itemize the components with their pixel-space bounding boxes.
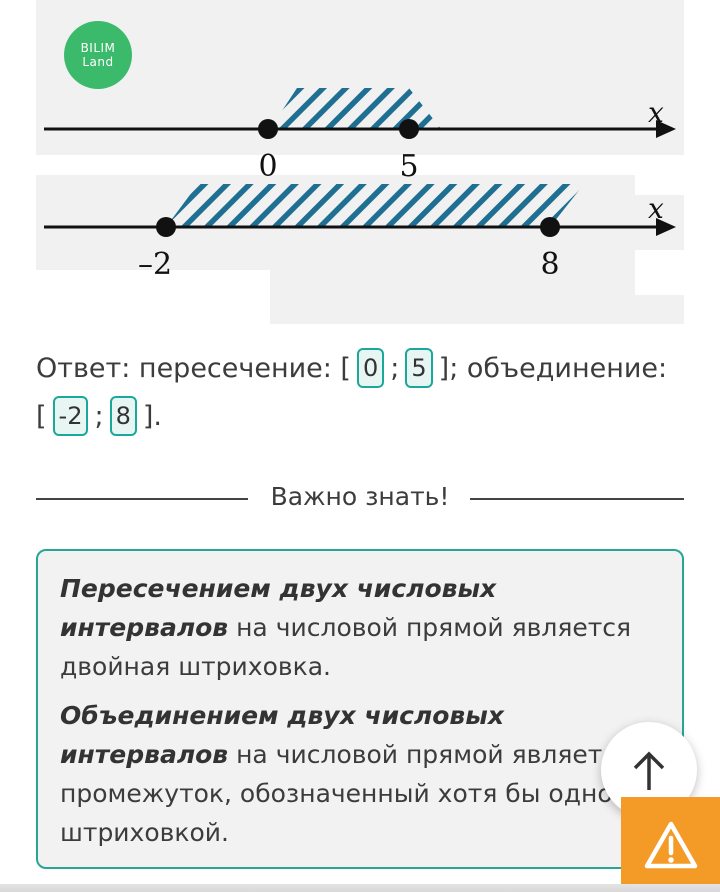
answer-close: ]. bbox=[142, 400, 162, 432]
answer-separator: ; bbox=[94, 400, 104, 432]
divider-line-left bbox=[36, 498, 248, 500]
tick-label-8: 8 bbox=[540, 247, 559, 282]
intersection-end-field[interactable]: 5 bbox=[405, 348, 433, 388]
point-8 bbox=[540, 217, 560, 237]
union-end-field[interactable]: 8 bbox=[109, 396, 137, 436]
point-5 bbox=[399, 119, 419, 139]
info-paragraph-union: Объединением двух числовых интервалов на… bbox=[60, 696, 660, 852]
bottom-edge bbox=[0, 884, 720, 892]
hatch-region-line2 bbox=[166, 184, 584, 227]
number-line-diagram: x 0 5 x –2 8 bbox=[36, 88, 684, 324]
info-term-intersection: Пересечением двух числовых интервалов bbox=[60, 574, 497, 642]
answer-prefix: Ответ: пересечение: [ bbox=[36, 352, 351, 384]
union-start-field[interactable]: -2 bbox=[52, 396, 89, 436]
info-text-union: на числовой прямой является промежуток, … bbox=[60, 740, 632, 847]
figure-gap bbox=[635, 155, 684, 195]
info-paragraph-intersection: Пересечением двух числовых интервалов на… bbox=[60, 569, 660, 686]
figure-gap bbox=[36, 270, 270, 324]
intersection-start-field[interactable]: 0 bbox=[356, 348, 385, 388]
answer-row-1: Ответ: пересечение: [ 0 ; 5 ]; объединен… bbox=[36, 348, 667, 388]
logo-text-bottom: Land bbox=[82, 55, 114, 69]
union-open-bracket: [ bbox=[36, 400, 47, 432]
divider-line-right bbox=[470, 498, 684, 500]
tick-label-5: 5 bbox=[399, 149, 418, 184]
figure-gap bbox=[36, 155, 670, 175]
tick-label-0: 0 bbox=[258, 149, 277, 184]
tick-label-minus-2: –2 bbox=[138, 247, 172, 282]
logo-text-top: BILIM bbox=[80, 41, 116, 55]
arrow-up-icon bbox=[633, 751, 665, 790]
report-problem-button[interactable] bbox=[621, 797, 720, 892]
point-0 bbox=[258, 119, 278, 139]
axis-var-line2: x bbox=[648, 192, 664, 225]
info-card: Пересечением двух числовых интервалов на… bbox=[36, 549, 684, 869]
axis-arrow-line2 bbox=[656, 218, 676, 236]
info-text-intersection: на числовой прямой является двойная штри… bbox=[60, 613, 632, 681]
answer-separator: ; bbox=[390, 352, 400, 384]
important-divider: Важно знать! bbox=[36, 480, 684, 520]
figure-gap bbox=[635, 250, 684, 295]
warning-icon bbox=[644, 821, 697, 868]
important-title: Важно знать! bbox=[270, 482, 450, 511]
hatch-region-line1 bbox=[270, 88, 441, 129]
union-label: ]; объединение: bbox=[438, 352, 668, 384]
point-minus-2 bbox=[156, 217, 176, 237]
bilimland-logo: BILIM Land bbox=[64, 21, 132, 89]
axis-var-line1: x bbox=[648, 96, 664, 129]
info-term-union: Объединением двух числовых интервалов bbox=[60, 701, 504, 769]
axis-arrow-line1 bbox=[656, 120, 676, 138]
answer-row-2: [ -2 ; 8 ]. bbox=[36, 396, 162, 436]
